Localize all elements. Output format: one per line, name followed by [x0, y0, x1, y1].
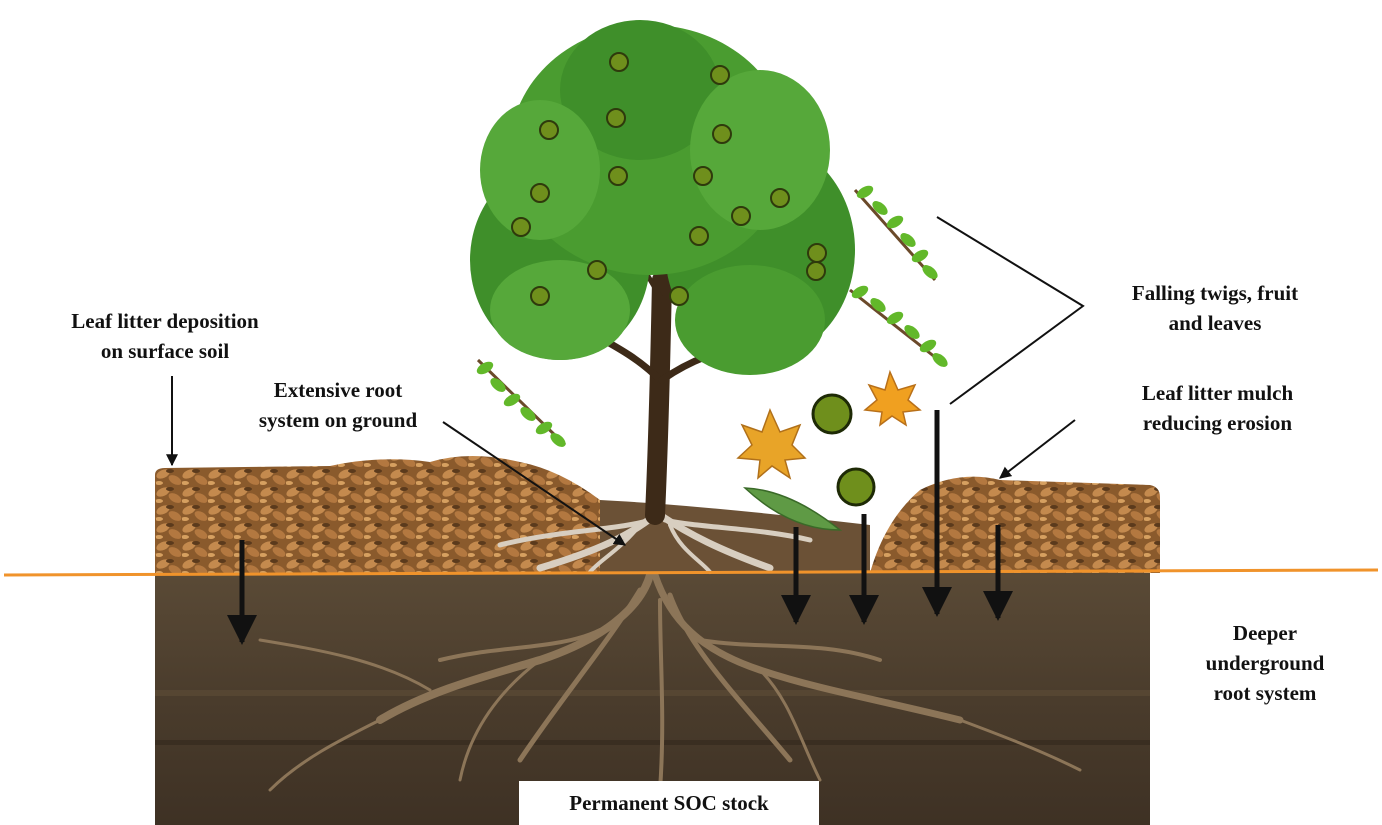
falling-twig-2	[849, 285, 948, 367]
soil-surface-line	[3, 568, 1379, 577]
label-permanent-soc-stock: Permanent SOC stock	[519, 781, 819, 825]
falling-fruits	[811, 393, 876, 507]
underground-roots	[258, 571, 1082, 792]
label-leaf-litter-deposition: Leaf litter deposition on surface soil	[71, 309, 259, 363]
arrow-extensive-root	[442, 421, 626, 546]
falling-maple-leaf-2	[863, 369, 922, 427]
surface-roots	[497, 511, 813, 574]
falling-twig-3	[476, 358, 567, 447]
tree-fruits	[511, 52, 827, 306]
bracket-falling	[936, 216, 1085, 405]
falling-maple-leaf-1	[736, 408, 807, 480]
label-falling-twigs: Falling twigs, fruit and leaves	[1131, 281, 1299, 335]
leaf-litter-right	[870, 476, 1160, 573]
carbon-flow-arrows	[227, 410, 1013, 645]
tree-canopy	[470, 20, 855, 375]
annotation-arrows	[166, 216, 1085, 546]
label-leaf-litter-mulch: Leaf litter mulch reducing erosion	[1141, 381, 1294, 435]
label-deeper-root-system: Deeper underground root system	[1205, 621, 1325, 705]
label-extensive-root-system: Extensive root system on ground	[258, 378, 418, 432]
arrow-mulch	[999, 419, 1076, 479]
surface-soil-center	[600, 500, 870, 573]
falling-twig-1	[853, 185, 938, 281]
falling-green-leaf	[742, 487, 843, 531]
leaf-litter-left	[155, 456, 620, 573]
